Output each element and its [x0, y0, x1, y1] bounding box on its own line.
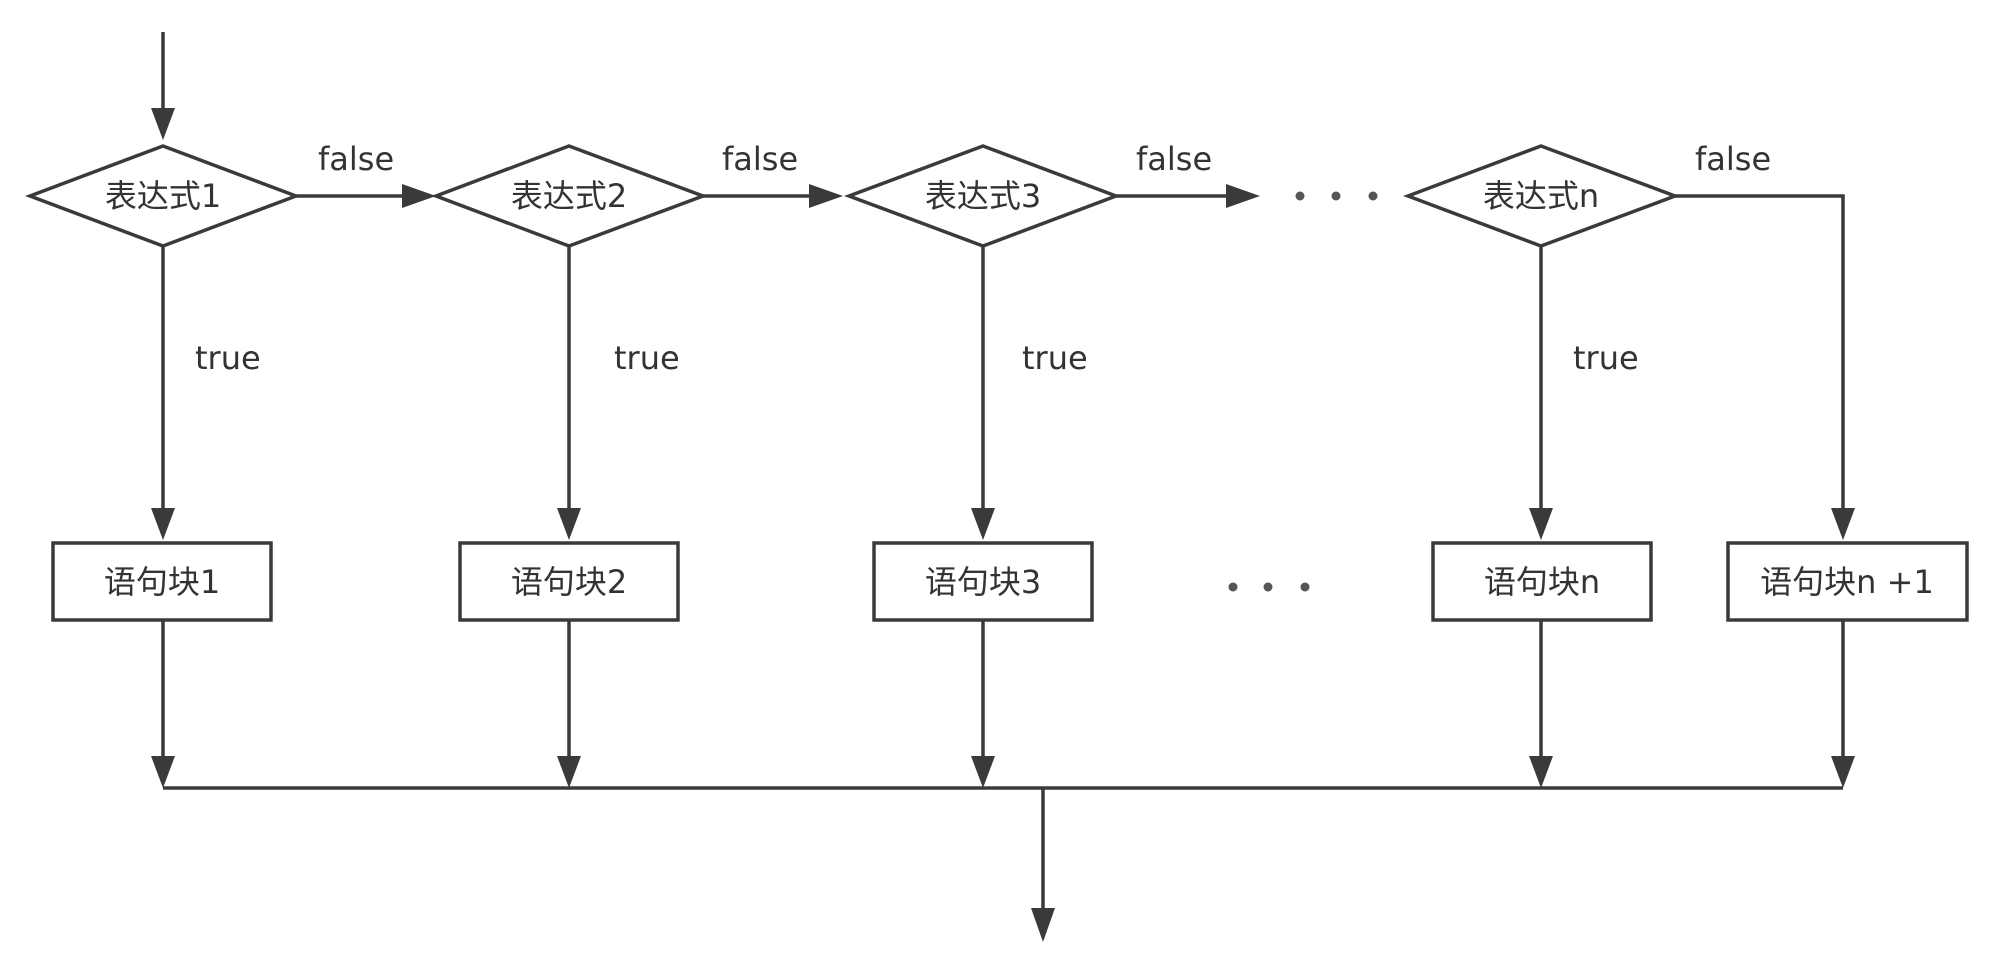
- condition-node-3: 表达式3: [843, 144, 1121, 248]
- false-arrow-2: [703, 184, 843, 208]
- true-label-3: true: [1022, 339, 1088, 377]
- exit-arrow: [1031, 788, 1055, 942]
- statement-node-2: 语句块2: [458, 541, 680, 622]
- statement-node-n-plus-1: 语句块n +1: [1726, 541, 1969, 622]
- merge-arrow-n1: [1831, 620, 1855, 788]
- false-label-1: false: [318, 140, 394, 178]
- condition-node-1: 表达式1: [25, 144, 301, 248]
- true-arrow-3: [971, 246, 995, 540]
- false-arrow-n: [1675, 194, 1855, 540]
- statement-label-n: 语句块n: [1484, 563, 1600, 601]
- statement-node-n: 语句块n: [1431, 541, 1653, 622]
- true-arrow-2: [557, 246, 581, 540]
- true-label-2: true: [614, 339, 680, 377]
- condition-label-1: 表达式1: [105, 177, 221, 215]
- true-label-n: true: [1573, 339, 1639, 377]
- statement-node-3: 语句块3: [872, 541, 1094, 622]
- statement-label-1: 语句块1: [104, 563, 220, 601]
- merge-arrow-2: [557, 620, 581, 788]
- false-label-2: false: [722, 140, 798, 178]
- entry-arrow: [151, 32, 175, 140]
- ellipsis-conditions: [1295, 191, 1378, 201]
- condition-label-3: 表达式3: [925, 177, 1041, 215]
- statement-label-3: 语句块3: [925, 563, 1041, 601]
- merge-arrow-1: [151, 620, 175, 788]
- statement-label-2: 语句块2: [511, 563, 627, 601]
- true-label-1: true: [195, 339, 261, 377]
- false-arrow-1: [296, 184, 436, 208]
- false-arrow-3: [1116, 184, 1260, 208]
- condition-label-n: 表达式n: [1483, 177, 1599, 215]
- true-arrow-n: [1529, 246, 1553, 540]
- true-arrow-1: [151, 246, 175, 540]
- merge-arrow-3: [971, 620, 995, 788]
- condition-label-2: 表达式2: [511, 177, 627, 215]
- condition-node-n: 表达式n: [1403, 144, 1681, 248]
- statement-label-n-plus-1: 语句块n +1: [1760, 563, 1934, 601]
- ellipsis-statements: [1228, 582, 1310, 592]
- statement-node-1: 语句块1: [51, 541, 273, 622]
- merge-arrow-n: [1529, 620, 1553, 788]
- condition-node-2: 表达式2: [431, 144, 709, 248]
- false-label-3: false: [1136, 140, 1212, 178]
- false-label-n: false: [1695, 140, 1771, 178]
